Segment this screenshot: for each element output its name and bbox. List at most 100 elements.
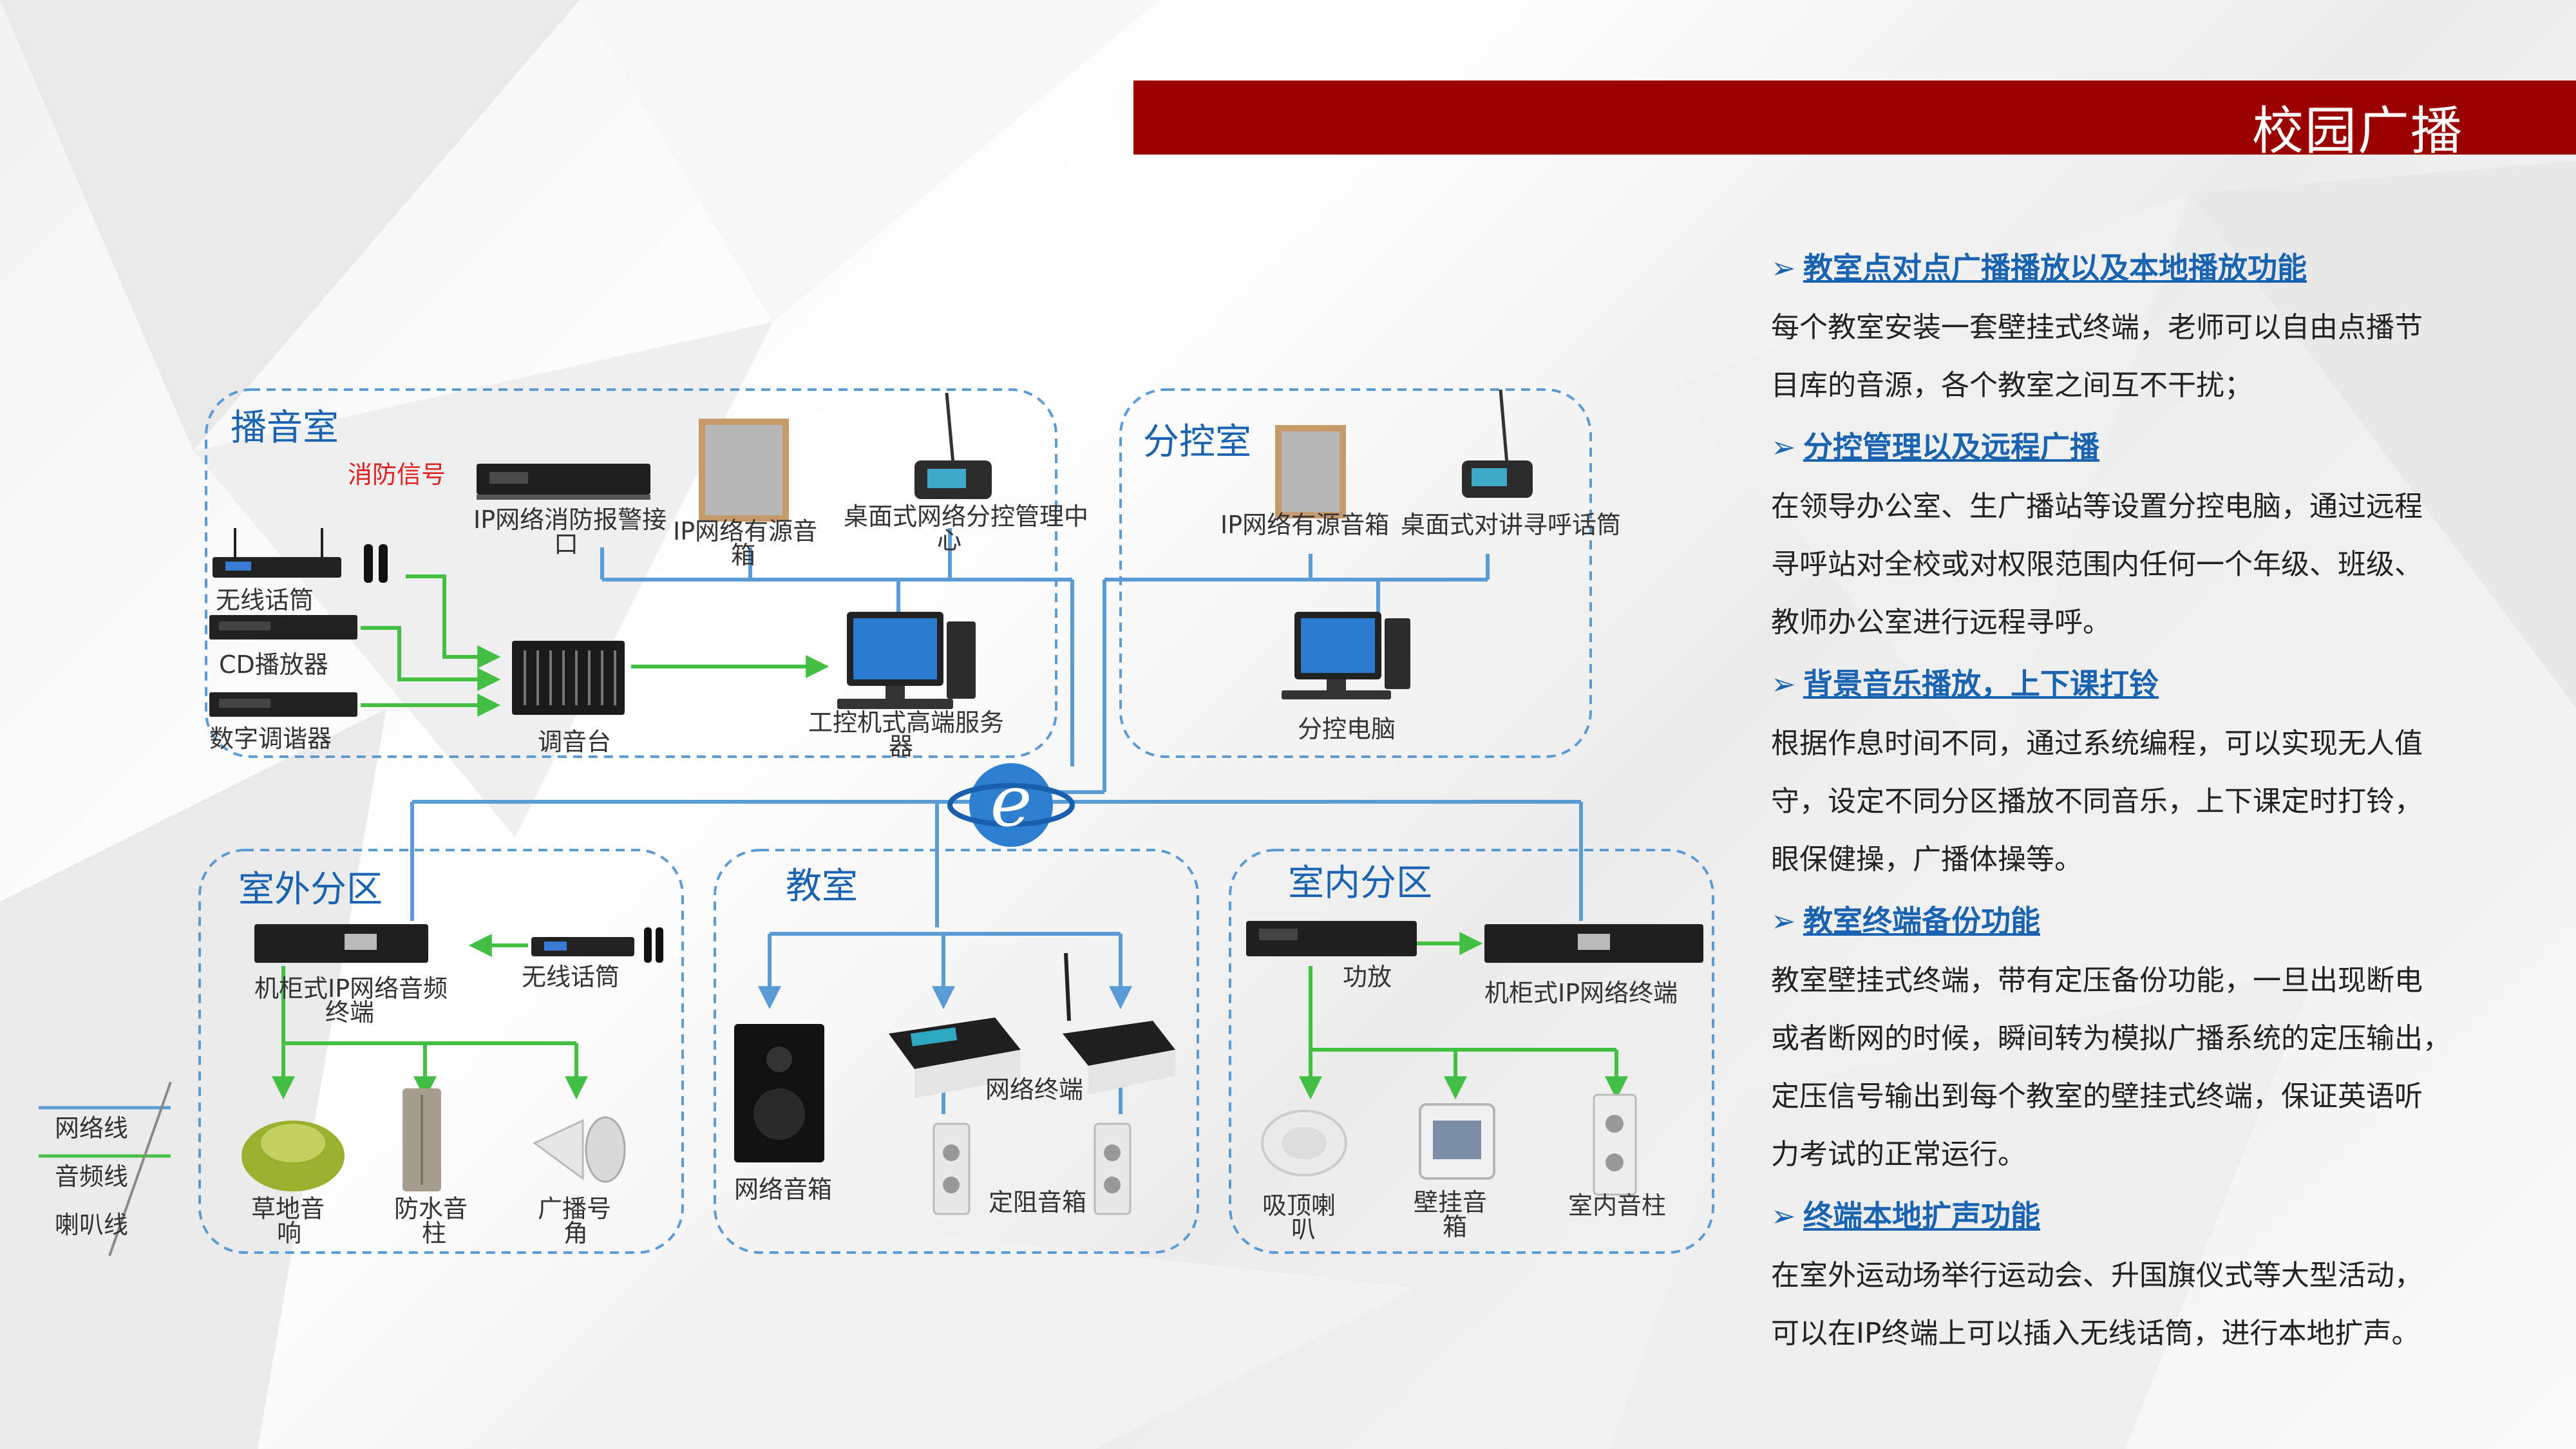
sub-ip-active-speaker-icon <box>1275 425 1346 518</box>
zone-label-indoor: 室内分区 <box>1288 862 1432 904</box>
feature-body-line: 目库的音源，各个教室之间互不干扰； <box>1771 369 2253 402</box>
desktop-control-label: 桌面式网络分控管理中 <box>844 502 1088 531</box>
resistance-speaker-label: 定阻音箱 <box>989 1188 1086 1217</box>
feature-heading: ➢教室终端备份功能 <box>1771 898 2544 940</box>
horn-label-2: 角 <box>564 1219 588 1247</box>
waterproof-column-label: 防水音 <box>394 1195 468 1223</box>
title-bar: 校园广播 <box>1133 80 2576 161</box>
indoor-column-speaker-icon <box>1593 1094 1637 1196</box>
feature-body: 教室壁挂式终端，带有定压备份功能，一旦出现断电或者断网的时候，瞬间转为模拟广播系… <box>1771 952 2544 1184</box>
waterproof-column-label-2: 柱 <box>422 1219 446 1247</box>
ip-fire-alarm-label: IP网络消防报警接 <box>473 506 667 534</box>
feature-body: 在领导办公室、生广播站等设置分控电脑，通过远程寻呼站对全校或对权限范围内任何一个… <box>1771 478 2544 652</box>
legend-speaker-line: 喇叭线 <box>55 1211 128 1239</box>
audio-line <box>406 574 501 668</box>
rack-ip-terminal-icon <box>1484 924 1703 963</box>
feature-block: ➢教室点对点广播播放以及本地播放功能每个教室安装一套壁挂式终端，老师可以自由点播… <box>1771 245 2544 415</box>
mixer-label: 调音台 <box>538 728 611 756</box>
resistance-speaker-icon <box>933 1122 971 1215</box>
feature-body-line: 可以在IP终端上可以插入无线话筒，进行本地扩声。 <box>1771 1317 2420 1350</box>
wireless-mic-label: 无线话筒 <box>216 586 314 614</box>
arrow-bullet-icon: ➢ <box>1771 904 1796 938</box>
feature-heading: ➢分控管理以及远程广播 <box>1771 424 2544 466</box>
ceiling-speaker-icon <box>1261 1110 1347 1177</box>
feature-body: 在室外运动场举行运动会、升国旗仪式等大型活动，可以在IP终端上可以插入无线话筒，… <box>1771 1247 2544 1363</box>
feature-body: 根据作息时间不同，通过系统编程，可以实现无人值守，设定不同分区播放不同音乐，上下… <box>1771 715 2544 889</box>
fire-signal-label: 消防信号 <box>348 460 446 489</box>
waterproof-column-speaker-icon <box>402 1088 441 1191</box>
indoor-column-label: 室内音柱 <box>1568 1191 1666 1220</box>
feature-block: ➢背景音乐播放，上下课打铃根据作息时间不同，通过系统编程，可以实现无人值守，设定… <box>1771 661 2544 889</box>
feature-heading-text: 背景音乐播放，上下课打铃 <box>1803 667 2159 701</box>
feature-body-line: 教室壁挂式终端，带有定压备份功能，一旦出现断电 <box>1771 964 2423 997</box>
zone-label-sub-control-room: 分控室 <box>1143 421 1251 463</box>
horn-label: 广播号 <box>538 1195 611 1223</box>
ceiling-speaker-label: 吸顶喇 <box>1262 1191 1336 1220</box>
zone-label-outdoor: 室外分区 <box>238 869 383 911</box>
horn-speaker-icon <box>533 1116 626 1183</box>
feature-body-line: 力考试的正常运行。 <box>1771 1138 2026 1171</box>
lawn-speaker-icon <box>242 1121 345 1191</box>
feature-block: ➢终端本地扩声功能在室外运动场举行运动会、升国旗仪式等大型活动，可以在IP终端上… <box>1771 1193 2544 1363</box>
page-title: 校园广播 <box>2252 101 2463 161</box>
server-label: 工控机式高端服务 <box>808 708 1004 737</box>
network-speaker-label: 网络音箱 <box>734 1175 832 1204</box>
digital-tuner-icon <box>209 692 357 717</box>
resistance-speaker-icon <box>1094 1122 1132 1215</box>
feature-body-line: 每个教室安装一套壁挂式终端，老师可以自由点播节 <box>1771 311 2423 344</box>
wall-speaker-label: 壁挂音 <box>1414 1188 1487 1217</box>
wall-speaker-label-2: 箱 <box>1443 1213 1467 1241</box>
feature-body-line: 根据作息时间不同，通过系统编程，可以实现无人值 <box>1771 727 2423 760</box>
legend-network-line: 网络线 <box>55 1114 128 1142</box>
amplifier-icon <box>1246 921 1417 956</box>
zone-broadcast-room <box>205 388 1057 758</box>
ip-active-speaker-icon <box>699 419 789 522</box>
feature-heading-text: 教室点对点广播播放以及本地播放功能 <box>1803 251 2307 285</box>
outdoor-wireless-mic-icon <box>531 927 663 963</box>
arrow-bullet-icon: ➢ <box>1771 251 1796 285</box>
feature-heading: ➢终端本地扩声功能 <box>1771 1193 2544 1235</box>
zone-outdoor <box>198 849 684 1254</box>
audio-line <box>361 626 501 691</box>
network-globe-icon: e <box>947 760 1075 847</box>
cd-player-label: CD播放器 <box>219 650 328 679</box>
legend-audio-line: 音频线 <box>55 1162 128 1191</box>
feature-list: ➢教室点对点广播播放以及本地播放功能每个教室安装一套壁挂式终端，老师可以自由点播… <box>1771 245 2544 1372</box>
ip-fire-alarm-interface-icon <box>477 464 650 500</box>
arrow-bullet-icon: ➢ <box>1771 667 1796 701</box>
ip-active-speaker-label: IP网络有源音 <box>673 517 817 545</box>
feature-heading-text: 教室终端备份功能 <box>1803 904 2040 938</box>
zone-sub-control-room <box>1119 388 1592 758</box>
sub-control-pc-icon <box>1282 612 1410 699</box>
indoor-terminal-label: 机柜式IP网络终端 <box>1484 979 1678 1007</box>
feature-body-line: 教师办公室进行远程寻呼。 <box>1771 606 2111 639</box>
zone-indoor <box>1229 849 1714 1254</box>
intercom-mic-icon <box>1462 389 1533 498</box>
feature-block: ➢分控管理以及远程广播在领导办公室、生广播站等设置分控电脑，通过远程寻呼站对全校… <box>1771 424 2544 652</box>
server-computer-icon <box>837 612 976 709</box>
lawn-speaker-label: 草地音 <box>251 1195 325 1223</box>
desktop-control-center-icon <box>914 392 992 499</box>
sub-intercom-label: 桌面式对讲寻呼话筒 <box>1401 511 1621 539</box>
network-terminal-icon <box>1063 952 1175 1095</box>
feature-body-line: 定压信号输出到每个教室的壁挂式终端，保证英语听 <box>1771 1080 2423 1113</box>
feature-heading-text: 分控管理以及远程广播 <box>1803 430 2099 464</box>
feature-body: 每个教室安装一套壁挂式终端，老师可以自由点播节目库的音源，各个教室之间互不干扰； <box>1771 299 2544 415</box>
feature-heading-text: 终端本地扩声功能 <box>1803 1198 2040 1233</box>
cd-player-icon <box>209 615 357 639</box>
sub-ip-speaker-label: IP网络有源音箱 <box>1220 511 1389 539</box>
ceiling-speaker-label-2: 叭 <box>1291 1215 1316 1244</box>
feature-body-line: 或者断网的时候，瞬间转为模拟广播系统的定压输出， <box>1771 1022 2451 1055</box>
wall-speaker-icon <box>1419 1103 1495 1180</box>
digital-tuner-label: 数字调谐器 <box>209 724 332 753</box>
server-label-2: 器 <box>889 732 913 761</box>
desktop-control-label-2: 心 <box>937 526 961 554</box>
zone-label-classroom: 教室 <box>786 866 858 907</box>
ip-active-speaker-label-2: 箱 <box>731 541 755 569</box>
legend: 网络线 音频线 喇叭线 <box>39 1081 172 1256</box>
ip-fire-alarm-label-2: 口 <box>554 530 578 558</box>
lawn-speaker-label-2: 响 <box>277 1219 301 1247</box>
feature-body-line: 眼保健操，广播体操等。 <box>1771 843 2083 876</box>
arrow-bullet-icon: ➢ <box>1771 430 1796 464</box>
outdoor-terminal-label-2: 终端 <box>325 998 374 1027</box>
